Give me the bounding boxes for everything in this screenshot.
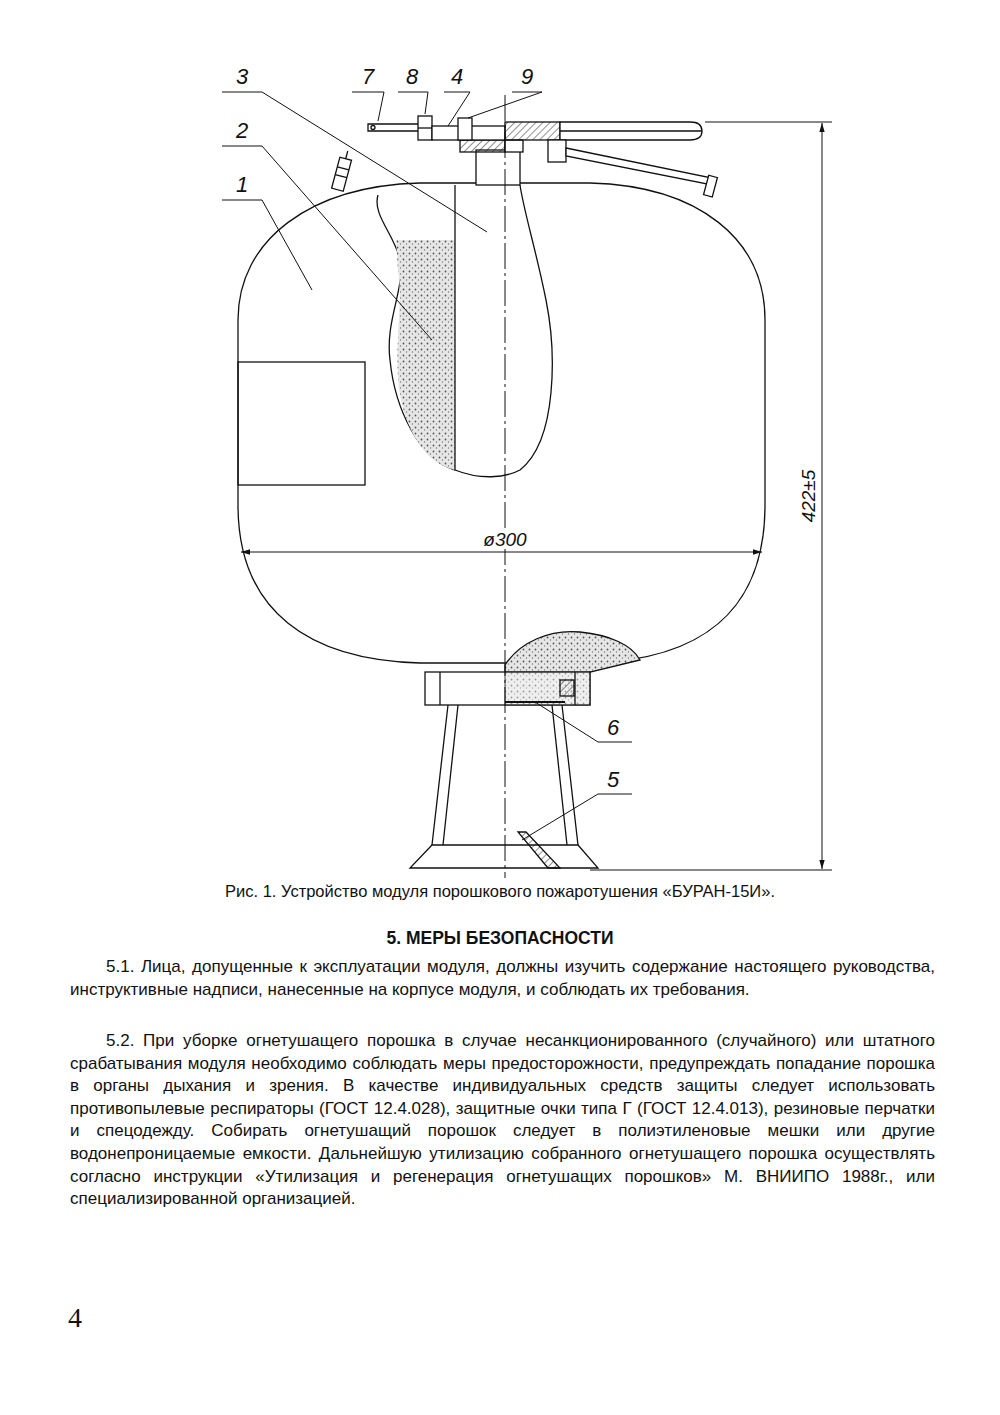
callout-number: 3 [236,66,248,88]
diameter-dimension [241,552,762,553]
siphon-tube [454,185,455,470]
leader-line [444,92,470,126]
deflector-section [518,832,560,868]
callout-number: 9 [521,66,533,88]
paragraph: 5.1. Лица, допущенные к эксплуатации мод… [70,956,935,1001]
drawing-lines [222,92,832,878]
lever-right [566,148,712,185]
powder-fill [396,240,455,470]
extension-line [705,122,832,123]
bolt-line [418,127,432,128]
fitting-body [332,157,352,191]
leader-line [352,92,384,121]
figure-caption: Рис. 1. Устройство модуля порошкового по… [0,882,1000,902]
head-section [460,140,505,152]
diffuser [410,845,598,868]
head-plate [560,122,702,140]
seal-section [560,680,574,696]
dimension-text: ø300 [481,530,528,549]
lever-left [368,124,420,131]
leader-line [222,146,432,340]
leader-line [398,92,428,114]
fitting-line [337,167,349,170]
callout-number: 4 [451,66,463,88]
leader-line [522,794,632,840]
fitting [332,149,354,191]
callout-number: 7 [362,66,374,88]
section-heading: 5. МЕРЫ БЕЗОПАСНОСТИ [0,928,1000,949]
bolt [418,116,432,140]
lever-hole [371,126,375,130]
callout-number: 2 [236,120,248,142]
paragraph: 5.2. При уборке огнетушащего порошка в с… [70,1030,935,1211]
plate-line [560,130,702,131]
bracket [548,140,566,162]
extension-line [590,870,832,871]
outlet-nut [425,672,590,705]
tank-body [238,183,765,663]
callout-number: 5 [607,769,619,791]
lever-tip [704,175,718,197]
nut-edge [439,672,440,705]
fitting-line [346,151,348,159]
callout-number: 1 [236,174,248,196]
head-section [505,122,560,140]
leader-line [535,702,632,742]
leader-line [468,92,542,118]
center-axis [505,95,506,878]
callout-number: 6 [607,717,619,739]
outlet-section [505,672,590,705]
leader-lines [222,92,632,840]
cutaway-edge [377,185,552,477]
fitting-line [335,175,347,178]
leader-line [222,200,312,290]
neck [476,150,520,185]
label-plate [238,362,365,485]
bolt [458,118,472,140]
dimension-text: 422±5 [799,468,818,525]
head-flange [505,140,523,152]
height-dimension [822,123,823,869]
leader-line [222,92,487,232]
callout-number: 8 [406,66,418,88]
page-number: 4 [68,1304,82,1332]
